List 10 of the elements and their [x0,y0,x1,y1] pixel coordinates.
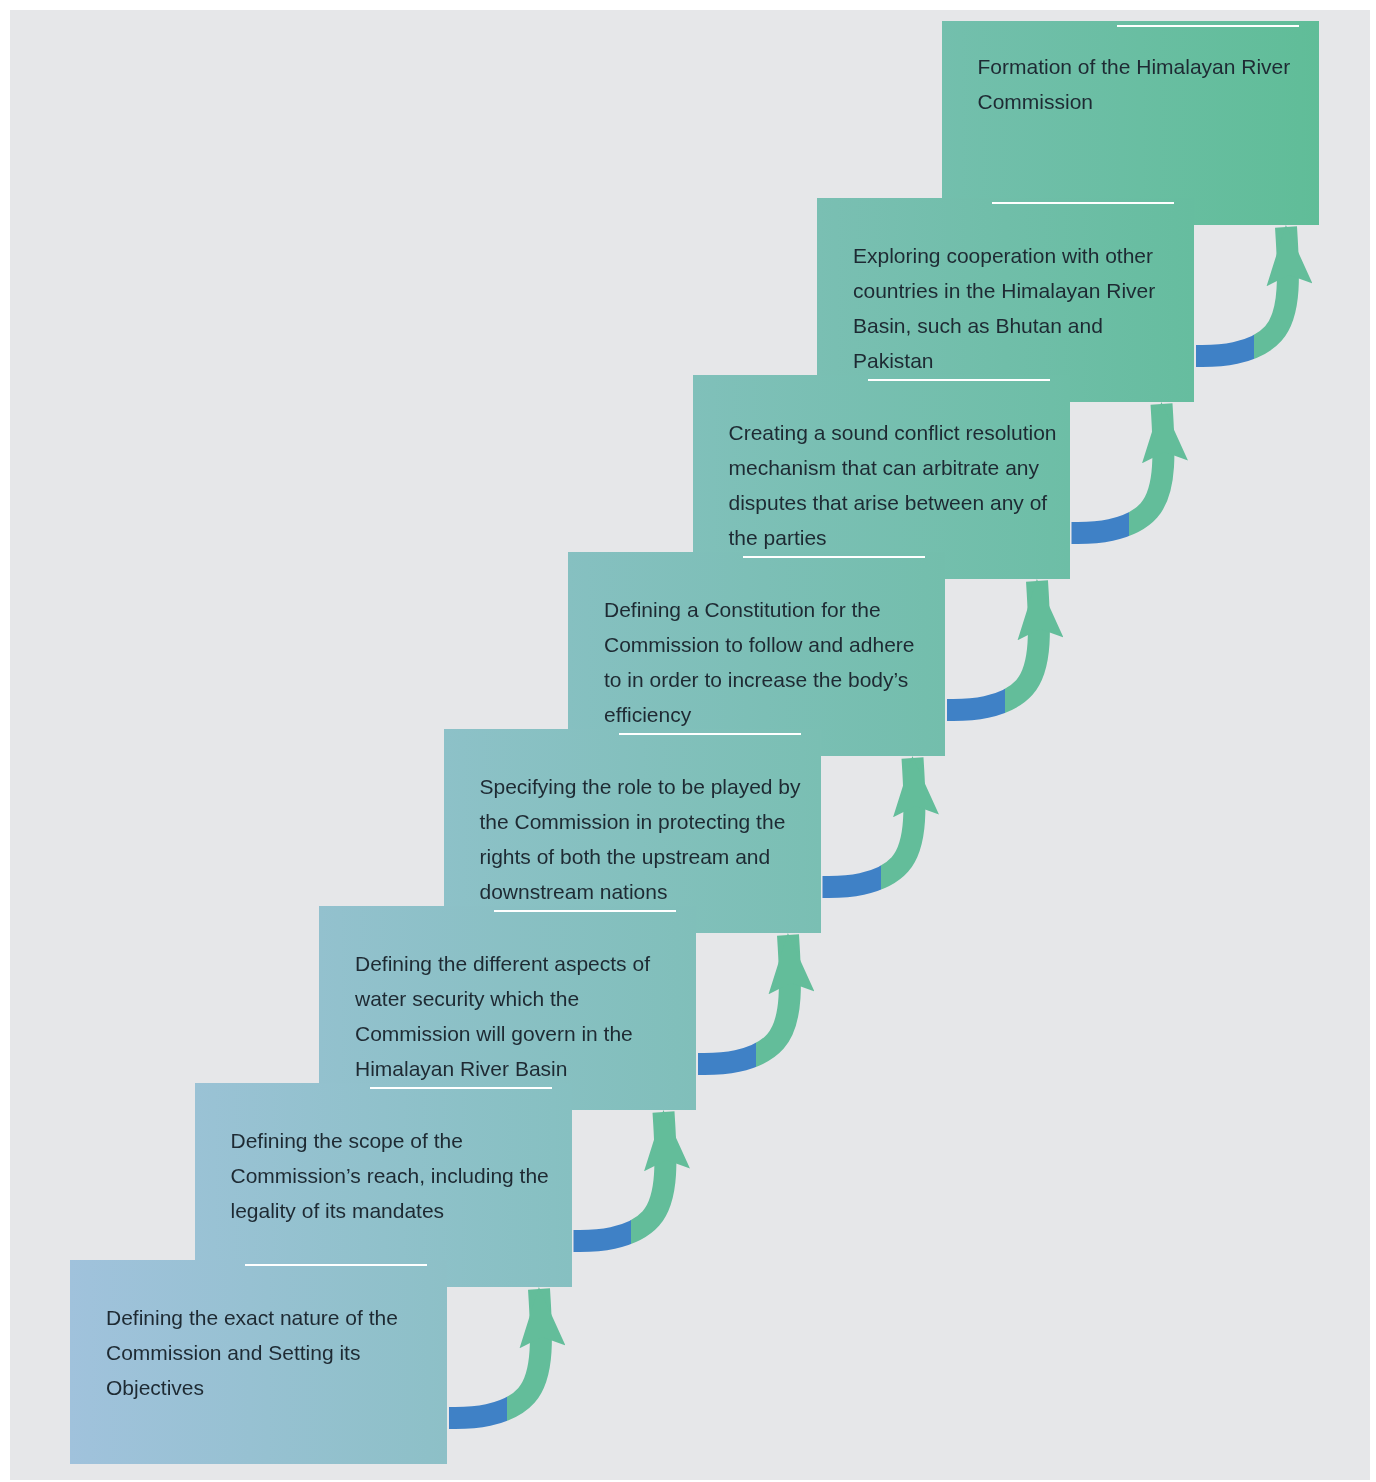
step-text: Defining a Constitution for the Commission to follow and adhere to in order to increase the body’s efficiency [604,597,916,728]
step-text: Creating a sound conflict resolution mechanism that can arbitrate any disputes that arise between any of the parties [728,420,1058,551]
step-text: Formation of the Himalayan River Commission [977,54,1292,115]
step-text: Exploring cooperation with other countries in the Himalayan River Basin, such as Bhutan and Pakistan [853,243,1157,374]
step-text: Defining the scope of the Commission’s reach, including the legality of its mandates [230,1128,550,1224]
step-text: Specifying the role to be played by the Commission in protecting the rights of both the upstream and downstream nations [479,774,802,905]
step-text: Defining the different aspects of water security which the Commission will govern in the Himalayan River Basin [355,951,651,1082]
step-box [70,1260,447,1464]
step-box [941,21,1319,225]
step-text: Defining the exact nature of the Commission and Setting its Objectives [106,1305,399,1401]
